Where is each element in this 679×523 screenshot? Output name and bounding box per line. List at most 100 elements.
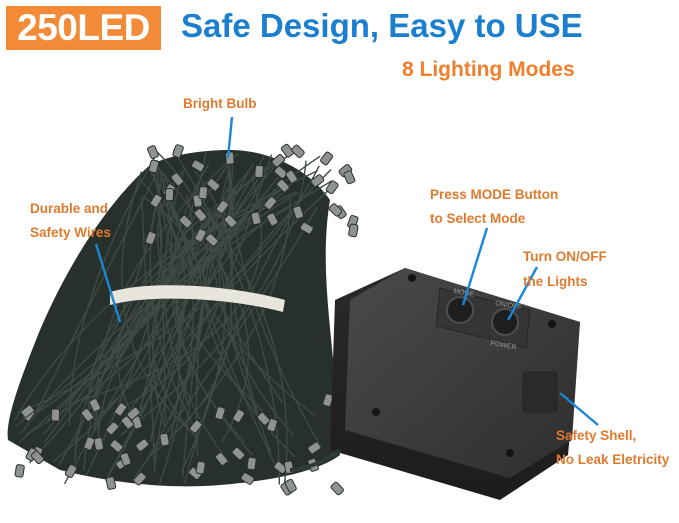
led-bulb	[80, 408, 95, 422]
wire-bundle	[7, 143, 359, 496]
headline: Safe Design, Easy to USE	[181, 7, 583, 44]
pointer-lines	[94, 116, 599, 426]
led-bulb	[285, 169, 298, 184]
led-bulb	[271, 154, 286, 168]
led-bulb	[178, 214, 193, 229]
mode-callout-line1: Press MODE Button	[430, 187, 559, 202]
led-bulb	[214, 406, 226, 421]
onoff-callout-line2: the Lights	[523, 274, 588, 289]
led-bulb	[119, 452, 132, 467]
led-bulb	[215, 199, 229, 214]
led-bulb	[284, 478, 297, 493]
screw-hole	[408, 274, 416, 282]
led-bulb	[126, 406, 141, 420]
led-bulb	[206, 178, 221, 192]
led-bulb	[280, 143, 294, 158]
led-bulb	[109, 439, 124, 453]
led-bulb	[250, 211, 262, 226]
screw-hole	[506, 449, 514, 457]
led-bulb	[194, 228, 207, 243]
led-bulb	[291, 144, 305, 159]
led-bulb	[83, 436, 96, 451]
led-bulb	[299, 221, 314, 235]
wires-pointer	[94, 243, 122, 323]
led-bulb	[223, 214, 238, 228]
led-bulb	[144, 231, 157, 246]
bright-bulb-callout: Bright Bulb	[183, 96, 257, 111]
lighting-modes-subhead: 8 Lighting Modes	[402, 58, 575, 81]
power-label: POWER	[490, 340, 517, 351]
led-bulb	[307, 441, 322, 455]
led-bulb	[30, 450, 45, 465]
led-bulb	[114, 402, 128, 417]
onoff-callout-line1: Turn ON/OFF	[523, 249, 607, 264]
led-bulb	[14, 464, 25, 478]
led-bulb	[64, 464, 78, 478]
power-button	[491, 308, 519, 336]
led-bulb	[120, 415, 135, 430]
battery-latch	[522, 371, 558, 413]
mode-callout-line2: to Select Mode	[430, 211, 526, 226]
led-bulb	[225, 151, 235, 165]
shell-callout-line2: No Leak Eletricity	[556, 452, 670, 467]
led-bulb	[348, 223, 359, 238]
led-bulb	[246, 456, 257, 471]
cable-tie	[110, 285, 285, 312]
led-bulb	[310, 174, 325, 188]
led-bulb	[330, 481, 344, 496]
led-bulb	[198, 185, 209, 200]
bright-bulb-pointer	[226, 116, 234, 159]
screw-hole	[548, 320, 556, 328]
led-bulb	[172, 144, 184, 159]
led-bulb	[88, 398, 101, 413]
led-bulb	[105, 476, 117, 490]
led-bulb	[149, 193, 163, 208]
shell-callout-line1: Safety Shell,	[556, 428, 637, 443]
onoff-label: ON/OFF	[495, 300, 522, 311]
led-bulb	[193, 208, 208, 222]
mode-label: MODE	[453, 288, 475, 299]
led-bulb	[325, 180, 339, 195]
box-wire	[289, 448, 342, 472]
led-bulb	[133, 471, 147, 486]
led-bulb	[189, 419, 203, 434]
led-bulb	[191, 159, 206, 173]
led-bulb	[164, 187, 175, 202]
led-bulb	[232, 408, 245, 423]
led-bulb	[20, 404, 35, 418]
led-bulb	[231, 446, 246, 461]
led-bulb	[276, 178, 290, 193]
led-bulb	[266, 418, 278, 433]
onoff-pointer	[506, 266, 539, 321]
led-bulb	[105, 421, 120, 436]
led-bulb	[240, 472, 255, 485]
led-bulb	[320, 151, 334, 166]
led-bulb	[254, 164, 264, 179]
led-bulb	[205, 233, 219, 247]
led-bulb	[148, 159, 160, 174]
led-bulb	[135, 438, 150, 452]
led-bulb	[328, 203, 343, 217]
led-bulb	[263, 196, 277, 210]
durable-callout-line1: Durable and	[30, 201, 109, 216]
led-bulb	[50, 408, 61, 422]
mode-pointer	[461, 227, 489, 306]
shell-pointer	[559, 392, 599, 426]
wire-strands	[13, 149, 333, 485]
led-bulb	[266, 212, 279, 227]
led-bulb	[273, 165, 288, 179]
led-bulb	[215, 452, 229, 466]
controller-box	[289, 268, 580, 500]
led-bulb	[159, 432, 170, 447]
led-bulb	[93, 437, 104, 451]
durable-callout-line2: Safety Wires	[30, 225, 111, 240]
led-bulb	[292, 205, 304, 220]
led-bulb	[170, 172, 184, 187]
led-bulb	[343, 170, 356, 185]
led-bulb	[147, 145, 159, 160]
led-count-badge: 250LED	[6, 6, 161, 50]
mode-button	[446, 296, 474, 324]
led-bulb	[256, 412, 271, 426]
screw-hole	[372, 408, 380, 416]
